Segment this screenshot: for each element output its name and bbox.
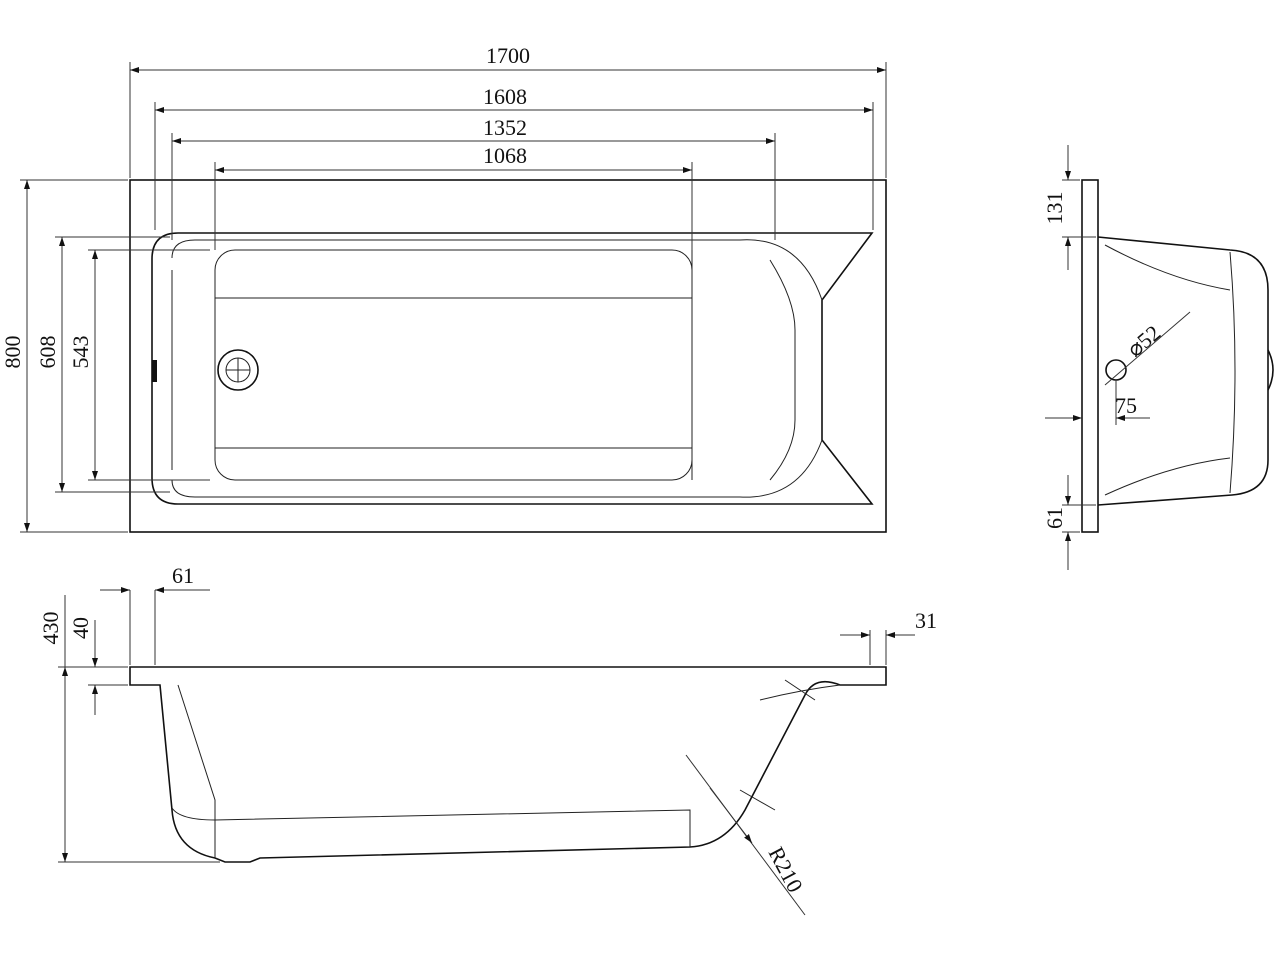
- dim-608: 608: [35, 336, 60, 369]
- basin-floor: [214, 249, 693, 481]
- end-contours: [1104, 244, 1236, 496]
- profile-contours: [171, 679, 841, 858]
- dim-131: 131: [1042, 192, 1067, 225]
- dim-d52: ⌀52: [1122, 320, 1165, 362]
- dim-1068: 1068: [483, 143, 527, 168]
- dim-800: 800: [0, 336, 25, 369]
- dim-430: 430: [38, 612, 63, 645]
- end-view: ⌀52 75 131 61: [1042, 145, 1274, 570]
- extension-lines-end: [1062, 179, 1117, 533]
- dim-1700: 1700: [486, 43, 530, 68]
- dim-1352: 1352: [483, 115, 527, 140]
- end-overflow: [1267, 349, 1274, 391]
- top-view: 1700 1608 1352 1068 800 608 543: [0, 43, 887, 533]
- end-rim: [1081, 179, 1099, 533]
- side-view: R210 430 40 61 31: [38, 563, 937, 916]
- dim-r210: R210: [764, 843, 808, 897]
- dim-543: 543: [68, 336, 93, 369]
- basin-edge: [171, 239, 823, 498]
- end-profile: [1097, 236, 1269, 506]
- drain-icon: [217, 349, 259, 391]
- basin-rim: [151, 232, 874, 505]
- dim-61-side: 61: [172, 563, 194, 588]
- dim-40: 40: [68, 617, 93, 639]
- extension-lines-v: [20, 179, 210, 533]
- dim-61-end: 61: [1042, 507, 1067, 529]
- diameter-leader: [1104, 311, 1191, 386]
- tub-profile: [129, 666, 887, 863]
- radius-arrow: [709, 787, 753, 844]
- overflow-icon: [152, 360, 157, 382]
- basin-contours: [171, 250, 796, 481]
- dim-75: 75: [1115, 393, 1137, 418]
- dim-1608: 1608: [483, 84, 527, 109]
- dim-31: 31: [915, 608, 937, 633]
- extension-lines-side: [58, 590, 887, 863]
- tub-outline-top: [129, 179, 887, 533]
- extension-lines: [129, 62, 887, 250]
